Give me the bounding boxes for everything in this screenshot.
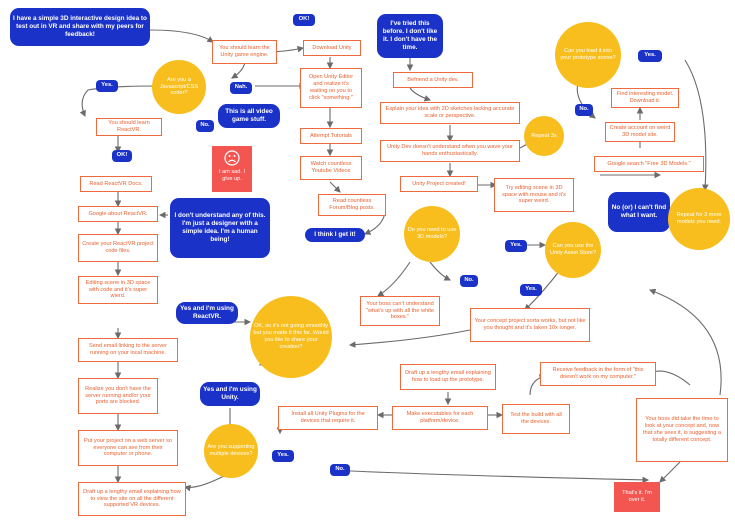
open-unity-box: Open Unity Editor and realize it's waiti…	[300, 68, 362, 108]
multiple-devices-circle: Are you supporting multiple devices?	[204, 424, 258, 478]
unity-project-created-box: Unity Project created!	[400, 176, 478, 192]
start-bubble: I have a simple 3D interactive design id…	[10, 8, 150, 46]
video-game-bubble: This is all video game stuff.	[218, 104, 280, 128]
connector	[79, 85, 156, 118]
yes-js-tag: Yes.	[96, 80, 118, 92]
watch-videos-box: Watch countless Youtube Videos	[300, 156, 362, 180]
think-i-get-it-bubble: I think I get it!	[305, 228, 365, 242]
draft-email-view-box: Draft up a lengthy email explaining how …	[78, 482, 186, 516]
no-models-tag: No.	[460, 275, 478, 287]
create-account-box: Create account on weird 3D model site.	[605, 122, 675, 142]
sad-face-icon	[224, 150, 240, 166]
connector	[329, 469, 650, 484]
sad-give-up-text: I am sad. I give up.	[218, 169, 246, 182]
using-unity-bubble: Yes and I'm using Unity.	[200, 382, 260, 406]
editing-with-code-box: Editing scene in 3D space with code and …	[78, 276, 158, 304]
nah-tag: Nah.	[230, 82, 252, 94]
js-coder-circle: Are you a Javascript/CSS coder?	[152, 60, 206, 114]
download-unity-box: Download Unity	[303, 40, 361, 56]
boss-took-time-box: Your boss did take the time to look at y…	[636, 398, 728, 462]
test-build-box: Test the build with all the devices.	[502, 404, 570, 434]
ok-tag: OK!	[293, 14, 315, 26]
connector	[429, 261, 451, 281]
boss-cant-understand-box: Your boss can't understand "what's up wi…	[360, 296, 440, 326]
learn-reactvr-box: You should learn ReactVR.	[96, 118, 162, 136]
befriend-dev-box: Befriend a Unity dev.	[393, 72, 473, 88]
attempt-tutorials-box: Attempt Tutorials	[300, 128, 362, 144]
connector	[149, 29, 214, 43]
using-reactvr-bubble: Yes and I'm using ReactVR.	[176, 302, 238, 324]
need-3d-models-circle: Do you need to use 3D models?	[404, 206, 460, 262]
read-forum-box: Read countless Forum/Blog posts.	[318, 194, 386, 216]
ok-share-circle: OK, so it's not going smoothly but you m…	[250, 296, 332, 378]
google-free-models-box: Google search "Free 3D Models."	[594, 156, 704, 172]
repeat-3x-circle: Repeat 3x	[524, 116, 564, 156]
ok-tag-2: OK!	[112, 150, 132, 162]
no-tag-1: No.	[196, 120, 214, 132]
concept-sorta-works-box: Your concept project sorta works, but no…	[470, 308, 590, 342]
realize-server-box: Realize you don't have the server runnin…	[78, 378, 158, 414]
find-model-box: Find interesting model. Download it.	[611, 88, 679, 108]
repeat-models-circle: Repeat for 3 more models you need.	[668, 188, 730, 250]
explain-sketches-box: Explain your idea with 2D sketches lacki…	[380, 102, 520, 124]
receive-feedback-box: Receive feedback in the form of "this do…	[540, 362, 656, 386]
cant-find-bubble: No (or) I can't find what I want.	[608, 192, 670, 232]
read-reactvr-docs-box: Read ReactVR Docs.	[80, 176, 152, 192]
send-email-box: Send email linking to the server running…	[78, 338, 178, 362]
create-reactvr-files-box: Create your ReactVR project code files.	[78, 234, 158, 262]
install-plugins-box: Install all Unity Plugins for the device…	[278, 406, 378, 430]
make-executables-box: Make executables for each platform/devic…	[392, 406, 488, 430]
learn-unity-box: You should learn the Unity game engine.	[212, 40, 277, 64]
google-reactvr-box: Google about ReactVR.	[78, 206, 158, 222]
connector	[659, 461, 681, 483]
over-it-box: That's it. I'm over it.	[614, 482, 660, 512]
connector	[348, 329, 471, 348]
connector	[409, 87, 432, 102]
tried-before-bubble: I've tried this before. I don't like it.…	[377, 14, 443, 58]
no-multi-tag: No.	[330, 464, 350, 476]
connector	[377, 261, 411, 297]
yes-models-tag: Yes.	[505, 240, 527, 252]
sad-give-up-box: I am sad. I give up.	[212, 146, 252, 192]
connector	[329, 181, 341, 193]
put-project-box: Put your project on a web server so ever…	[78, 430, 178, 466]
unity-dev-doesnt-box: Unity Dev doesn't understand when you wa…	[380, 140, 520, 162]
yes-store-tag: Yes.	[520, 284, 542, 296]
try-editing-box: Try editing scene in 3D space with mouse…	[494, 178, 574, 212]
load-prototype-circle: Can you load it into your prototype scen…	[555, 22, 621, 88]
draft-email-load-box: Draft up a lengthy email explaining how …	[400, 364, 496, 390]
yes-multi-tag: Yes.	[272, 450, 294, 462]
asset-store-circle: Can you use the Unity Asset Store?	[545, 222, 601, 278]
yes-load-tag: Yes.	[638, 50, 662, 62]
no-load-tag: No.	[575, 104, 593, 116]
dont-understand-bubble: I don't understand any of this. I'm just…	[170, 198, 270, 258]
connector	[684, 59, 709, 192]
connector	[648, 288, 722, 396]
